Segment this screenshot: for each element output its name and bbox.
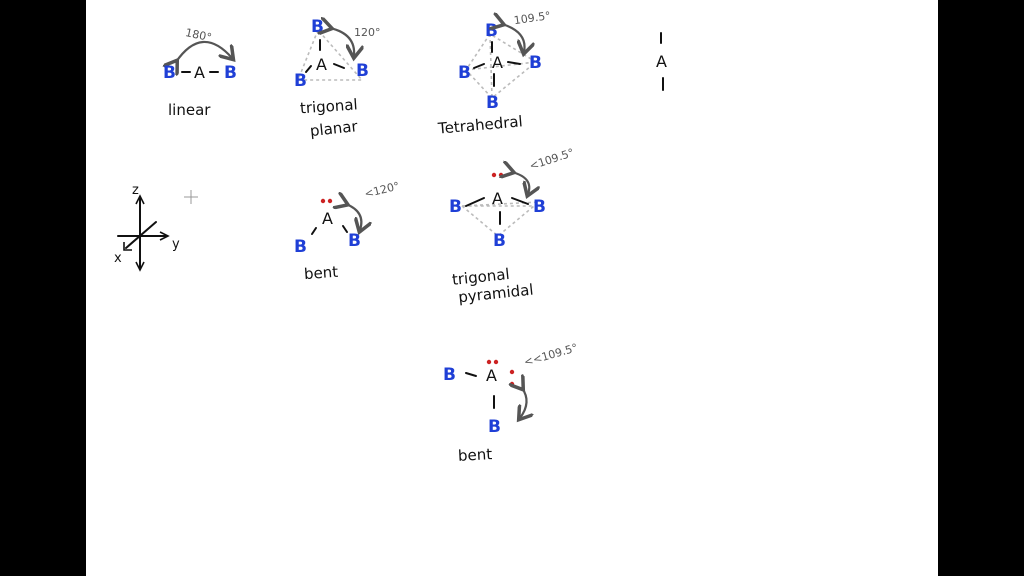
lone-pair-dot <box>491 172 497 178</box>
angle-arrow <box>330 28 354 56</box>
shape-name-line2: planar <box>309 117 359 140</box>
bond <box>305 65 312 73</box>
shape-name: linear <box>168 101 211 119</box>
bond <box>507 61 521 65</box>
angle-label: 120° <box>354 26 381 39</box>
bond <box>511 197 529 205</box>
atom-b-right: B <box>529 53 542 73</box>
coordinate-axes: z x y <box>114 183 180 272</box>
atom-b-top: B <box>311 17 324 37</box>
atom-b-bottom: B <box>488 417 501 437</box>
angle-label: <109.5° <box>528 146 576 173</box>
bond <box>473 63 485 69</box>
bond <box>311 227 317 235</box>
atom-b-left: B <box>443 365 456 385</box>
atom-a: A <box>322 209 333 228</box>
atom-b-left: B <box>294 237 307 257</box>
atom-b-bottom: B <box>493 231 506 251</box>
atom-a: A <box>194 63 205 82</box>
lone-pair-dot <box>498 172 504 178</box>
bent-molecule-1: A B B <120° bent <box>294 179 401 283</box>
shape-name: bent <box>303 263 338 283</box>
x-arrowhead <box>123 242 132 251</box>
angle-label: 180° <box>184 26 213 44</box>
atom-a: A <box>492 53 503 72</box>
linear-molecule: 180° B A B linear <box>163 26 237 119</box>
bent-molecule-2: A B B <<109.5° bent <box>443 341 579 465</box>
bond <box>465 197 485 207</box>
atom-a: A <box>316 55 327 74</box>
y-label: y <box>172 237 180 252</box>
vertical-fragment: A <box>656 32 667 91</box>
angle-arrow <box>502 24 525 52</box>
angle-label: <<109.5° <box>522 341 579 369</box>
vsepr-sketch: 180° B A B linear B A B B 120° trig <box>114 9 667 465</box>
atom-b-right: B <box>348 231 361 251</box>
lone-pair-dot <box>327 198 333 204</box>
atom-a: A <box>656 52 667 71</box>
angle-arrow <box>520 388 527 418</box>
z-arrowhead <box>135 194 145 205</box>
shape-name: Tetrahedral <box>436 112 523 137</box>
shape-name-line1: trigonal <box>451 265 510 289</box>
trigonal-planar-molecule: B A B B 120° trigonal planar <box>294 17 381 140</box>
lone-pair-dot <box>509 381 515 387</box>
cursor-crosshair <box>184 190 198 204</box>
bond <box>465 372 477 377</box>
outline-dashed <box>296 28 364 81</box>
atom-b-left: B <box>294 71 307 91</box>
x-axis <box>125 221 157 249</box>
atom-b-bottom: B <box>486 93 499 113</box>
z-label: z <box>132 183 139 198</box>
lone-pair-dot <box>493 359 499 365</box>
atom-a: A <box>492 189 503 208</box>
trigonal-pyramidal-molecule: A B B B <109.5° trigonal pyramidal <box>449 146 576 306</box>
outline-dashed <box>459 201 541 238</box>
angle-arrow <box>176 40 232 62</box>
atom-b-left: B <box>458 63 471 83</box>
angle-label: 109.5° <box>513 9 551 27</box>
angle-arrow <box>512 172 529 194</box>
bond <box>342 225 348 233</box>
lone-pair-dot <box>486 359 492 365</box>
shape-name-line1: trigonal <box>299 95 358 117</box>
atom-a: A <box>486 366 497 385</box>
whiteboard: 180° B A B linear B A B B 120° trig <box>86 0 938 576</box>
atom-b-top: B <box>485 21 498 41</box>
angle-label: <120° <box>363 179 401 200</box>
tetrahedral-molecule: B A B B B 109.5° Tetrahedral <box>436 9 551 138</box>
lone-pair-dot <box>509 369 515 375</box>
shape-name: bent <box>457 445 492 465</box>
atom-b-left: B <box>163 63 176 83</box>
y-arrowhead <box>159 231 170 241</box>
atom-b-right: B <box>356 61 369 81</box>
atom-b-right: B <box>533 197 546 217</box>
atom-b-right: B <box>224 63 237 83</box>
bond <box>333 63 345 69</box>
lone-pair-dot <box>320 198 326 204</box>
z-arrowhead-bottom <box>135 261 145 272</box>
angle-arrow <box>346 204 361 230</box>
atom-b-left: B <box>449 197 462 217</box>
x-label: x <box>114 251 122 266</box>
